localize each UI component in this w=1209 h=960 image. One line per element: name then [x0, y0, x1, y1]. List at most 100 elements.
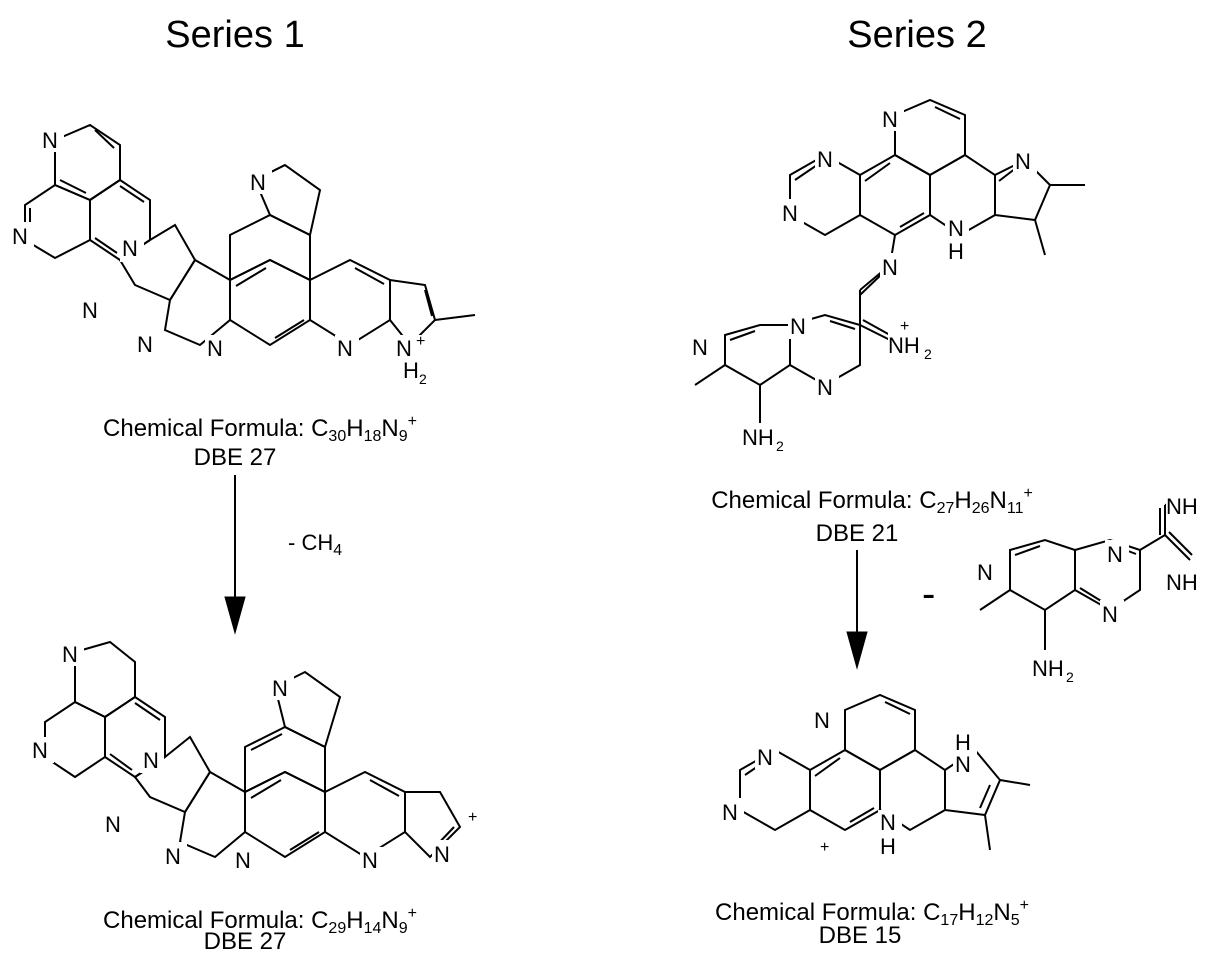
atom-label: N	[722, 800, 738, 825]
formula-charge: +	[1023, 485, 1033, 502]
series-2-precursor-formula: Chemical Formula: C27H26N11+	[612, 476, 1132, 527]
formula-charge: +	[407, 413, 417, 430]
formula-prefix: Chemical Formula: C	[715, 899, 941, 926]
series-2-product-dbe: DBE 15	[818, 922, 902, 949]
atom-label: N	[32, 738, 48, 763]
loss-prefix: - CH	[288, 530, 334, 555]
formula-c-count: 17	[940, 912, 959, 929]
series-1-title: Series 1	[165, 14, 305, 56]
atom-label: N	[880, 810, 896, 835]
series-1-product-structure: N N N N N N N N N +	[30, 640, 477, 873]
formula-prefix: Chemical Formula: C	[103, 907, 329, 934]
series-2-neutral-loss-structure: N N N NH NH NH 2	[975, 492, 1209, 685]
charge-label: +	[468, 809, 477, 826]
series-2-precursor-structure: N N N N N H N N N NH 2 + N NH 2	[690, 98, 1085, 454]
series-1-precursor-formula: Chemical Formula: C30H18N9+	[0, 404, 520, 455]
formula-h-label: H	[346, 415, 364, 442]
subscript-label: 2	[1066, 669, 1074, 685]
atom-label: N	[782, 201, 798, 226]
atom-label: N	[235, 848, 251, 873]
formula-prefix: Chemical Formula: C	[103, 415, 329, 442]
atom-label: N	[692, 335, 708, 360]
formula-n-count: 9	[398, 428, 408, 445]
atom-label: H	[403, 358, 419, 383]
formula-n-count: 9	[398, 920, 408, 937]
formula-c-count: 29	[328, 920, 347, 937]
atom-label: N	[272, 676, 288, 701]
atom-label: N	[977, 560, 993, 585]
atom-label: N	[165, 844, 181, 869]
atom-label: N	[948, 216, 964, 241]
formula-charge: +	[1019, 897, 1029, 914]
atom-label: N	[137, 332, 153, 357]
loss-subscript: 4	[333, 542, 343, 559]
formula-n-count: 11	[1006, 500, 1024, 517]
formula-h-count: 26	[971, 500, 990, 517]
atom-label: N	[143, 748, 159, 773]
atom-label: N	[790, 314, 806, 339]
formula-n-label: N	[381, 907, 399, 934]
formula-h-count: 18	[363, 428, 382, 445]
atom-label: NH	[1032, 656, 1064, 681]
atom-label: N	[882, 255, 898, 280]
atom-label: NH	[742, 425, 774, 450]
formula-h-label: H	[958, 899, 976, 926]
atom-label: NH	[888, 333, 920, 358]
charge-label: +	[416, 333, 425, 350]
atom-label: N	[337, 336, 353, 361]
subscript-label: 2	[776, 438, 784, 454]
atom-label: N	[817, 147, 833, 172]
atom-label: N	[396, 336, 412, 361]
series-2-product-formula: Chemical Formula: C17H12N5+	[612, 888, 1132, 939]
atom-label: N	[1102, 602, 1118, 627]
atom-label: N	[122, 236, 138, 261]
charge-label: +	[820, 839, 829, 856]
atom-label: N	[1015, 149, 1031, 174]
formula-h-label: H	[346, 907, 364, 934]
atom-label: N	[62, 642, 78, 667]
formula-charge: +	[407, 905, 417, 922]
charge-label: +	[900, 318, 909, 335]
formula-n-label: N	[989, 487, 1007, 514]
formula-n-label: N	[993, 899, 1011, 926]
formula-prefix: Chemical Formula: C	[711, 487, 937, 514]
subscript-label: 2	[924, 346, 932, 362]
series-1-reaction-arrow	[224, 475, 246, 635]
subscript-label: 2	[419, 371, 427, 387]
atom-label: N	[82, 298, 98, 323]
formula-h-count: 12	[975, 912, 994, 929]
series-2-product-structure: N N N H N N H +	[720, 693, 1031, 859]
series-1-precursor-structure: N N N N N N N N N + H 2	[10, 123, 476, 387]
atom-label: N	[814, 708, 830, 733]
series-2-precursor-dbe: DBE 21	[815, 520, 899, 547]
atom-label: N	[42, 128, 58, 153]
series-2-title: Series 2	[847, 14, 987, 56]
atom-label: N	[882, 107, 898, 132]
formula-h-label: H	[954, 487, 972, 514]
atom-label: N	[250, 170, 266, 195]
series-2-loss-sign: -	[922, 572, 936, 616]
atom-label: H	[948, 239, 964, 264]
series-2-reaction-arrow	[846, 550, 868, 670]
formula-c-count: 30	[328, 428, 347, 445]
formula-n-count: 5	[1010, 912, 1020, 929]
atom-label: N	[434, 842, 450, 867]
atom-label: N	[955, 752, 971, 777]
atom-label: H	[955, 730, 971, 755]
atom-label: N	[817, 375, 833, 400]
atom-label: NH	[1166, 570, 1198, 595]
series-1-product-dbe: DBE 27	[203, 928, 287, 955]
atom-label: NH	[1166, 494, 1198, 519]
atom-label: H	[880, 834, 896, 859]
series-1-precursor-dbe: DBE 27	[193, 444, 277, 471]
atom-label: N	[362, 848, 378, 873]
series-1-neutral-loss: - CH4	[288, 530, 342, 560]
series-1-product-formula: Chemical Formula: C29H14N9+	[0, 896, 520, 947]
atom-label: N	[757, 745, 773, 770]
atom-label: N	[1107, 542, 1123, 567]
atom-label: N	[207, 336, 223, 361]
formula-c-count: 27	[936, 500, 955, 517]
atom-label: N	[12, 224, 28, 249]
formula-h-count: 14	[363, 920, 382, 937]
atom-label: N	[105, 812, 121, 837]
